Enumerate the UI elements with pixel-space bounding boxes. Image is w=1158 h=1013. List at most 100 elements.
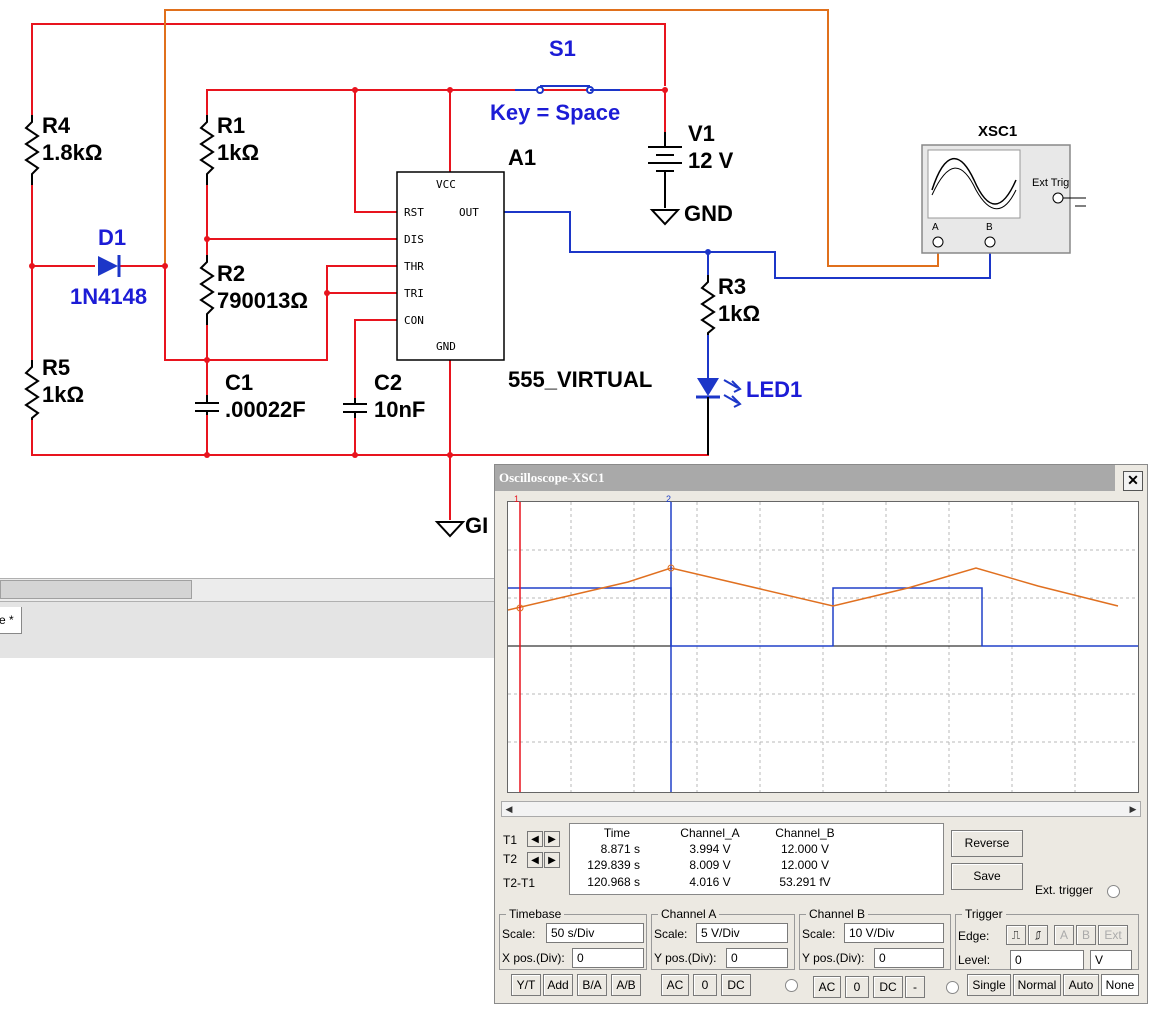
- pin-rst: RST: [404, 206, 424, 219]
- channel-a-zero-button[interactable]: 0: [693, 974, 717, 996]
- trigger-group: Trigger Edge: ⎍ ⎎ A B Ext Level: 0 V: [955, 907, 1139, 970]
- s1-key: Key = Space: [490, 100, 621, 125]
- junction-dots: [29, 87, 668, 458]
- r3-value: 1kΩ: [718, 301, 761, 326]
- trigger-normal-button[interactable]: Normal: [1013, 974, 1061, 996]
- channel-a-group: Channel A Scale: 5 V/Div Y pos.(Div): 0: [651, 907, 795, 970]
- r5-value: 1kΩ: [42, 382, 85, 407]
- reverse-button[interactable]: Reverse: [951, 830, 1023, 857]
- readout-t2-time: 129.839 s: [587, 858, 640, 872]
- channel-b-scale-field[interactable]: 10 V/Div: [844, 923, 944, 943]
- xsc1-ch-a-label: A: [932, 222, 939, 233]
- ext-trig-label: Ext Trig: [1032, 177, 1070, 189]
- timebase-scale-field[interactable]: 50 s/Div: [546, 923, 644, 943]
- channel-a-ypos-label: Y pos.(Div):: [654, 951, 717, 965]
- capacitors[interactable]: [195, 395, 367, 418]
- resistors[interactable]: [24, 115, 716, 420]
- channel-a-dc-button[interactable]: DC: [721, 974, 751, 996]
- cursor-t1-marker: [516, 604, 524, 612]
- cursor-1-handle[interactable]: 1: [514, 494, 520, 504]
- close-button[interactable]: ✕: [1123, 471, 1143, 491]
- rising-edge-icon[interactable]: ⎍: [1006, 925, 1026, 945]
- t1-right-arrow-icon[interactable]: ▶: [544, 831, 560, 847]
- scope-xsc1-instrument[interactable]: [921, 144, 1086, 254]
- r1-name: R1: [217, 113, 246, 138]
- channel-b-ypos-field[interactable]: 0: [874, 948, 944, 968]
- orange-wire: [164, 9, 939, 267]
- readout-delta-time: 120.968 s: [587, 875, 640, 889]
- save-button[interactable]: Save: [951, 863, 1023, 890]
- readout-delta-b: 53.291 fV: [779, 875, 831, 889]
- channel-a-ac-button[interactable]: AC: [661, 974, 689, 996]
- pin-gnd: GND: [436, 340, 456, 353]
- channel-b-minus-button[interactable]: -: [905, 976, 925, 998]
- channel-a-ypos-field[interactable]: 0: [726, 948, 788, 968]
- editor-scroll-thumb[interactable]: [0, 580, 192, 599]
- timebase-scale-label: Scale:: [502, 927, 536, 941]
- readout-header-b: Channel_B: [775, 826, 835, 840]
- channel-b-dc-button[interactable]: DC: [873, 976, 903, 998]
- document-tab[interactable]: e *: [0, 607, 22, 634]
- s1-name: S1: [549, 36, 576, 61]
- chip-555[interactable]: [396, 171, 505, 361]
- diode-d1-symbol[interactable]: [98, 255, 121, 277]
- mode-yt-button[interactable]: Y/T: [511, 974, 541, 996]
- channel-a-title: Channel A: [658, 907, 720, 921]
- t2-right-arrow-icon[interactable]: ▶: [544, 852, 560, 868]
- trigger-auto-button[interactable]: Auto: [1063, 974, 1099, 996]
- mode-add-button[interactable]: Add: [543, 974, 573, 996]
- battery-v1-symbol[interactable]: [648, 132, 682, 208]
- t1-left-arrow-icon[interactable]: ◀: [527, 831, 543, 847]
- pin-con: CON: [404, 314, 424, 327]
- trigger-none-button[interactable]: None: [1101, 974, 1139, 996]
- mode-ba-button[interactable]: B/A: [577, 974, 607, 996]
- scope-plot: [507, 502, 1138, 792]
- scope-display[interactable]: [507, 501, 1139, 793]
- ext-trigger-radio[interactable]: [1107, 885, 1120, 898]
- x-pos-field[interactable]: 0: [572, 948, 644, 968]
- scope-horizontal-scrollbar[interactable]: ◀ ▶: [501, 801, 1141, 817]
- t2-label: T2: [503, 852, 518, 866]
- t1-label: T1: [503, 833, 518, 847]
- c2-name: C2: [374, 370, 403, 395]
- cursor-2-handle[interactable]: 2: [666, 494, 672, 504]
- c2-value: 10nF: [374, 397, 426, 422]
- mode-ab-button[interactable]: A/B: [611, 974, 641, 996]
- c1-value: .00022F: [225, 397, 306, 422]
- trigger-ext-button[interactable]: Ext: [1098, 925, 1128, 945]
- t2-left-arrow-icon[interactable]: ◀: [527, 852, 543, 868]
- led1-symbol[interactable]: [696, 378, 742, 455]
- channel-b-ypos-label: Y pos.(Div):: [802, 951, 865, 965]
- d1-model: 1N4148: [70, 284, 148, 309]
- switch-s1-symbol[interactable]: [515, 85, 620, 94]
- scroll-right-icon[interactable]: ▶: [1129, 804, 1137, 814]
- a1-model: 555_VIRTUAL: [508, 367, 653, 392]
- r5-name: R5: [42, 355, 71, 380]
- trigger-edge-label: Edge:: [958, 929, 990, 943]
- r3-name: R3: [718, 274, 747, 299]
- xsc1-label: XSC1: [978, 123, 1018, 140]
- trigger-b-button[interactable]: B: [1076, 925, 1096, 945]
- trigger-level-field[interactable]: 0: [1010, 950, 1084, 970]
- channel-b-radio[interactable]: [946, 981, 959, 994]
- channel-b-scale-label: Scale:: [802, 927, 836, 941]
- trigger-single-button[interactable]: Single: [967, 974, 1011, 996]
- trigger-a-button[interactable]: A: [1054, 925, 1074, 945]
- channel-b-ac-button[interactable]: AC: [813, 976, 841, 998]
- trigger-level-unit[interactable]: V: [1090, 950, 1132, 970]
- channel-b-zero-button[interactable]: 0: [845, 976, 869, 998]
- oscilloscope-title[interactable]: Oscilloscope-XSC1: [495, 465, 1115, 491]
- trigger-level-label: Level:: [958, 953, 991, 967]
- red-wires: [31, 23, 709, 520]
- scroll-left-icon[interactable]: ◀: [505, 804, 513, 814]
- oscilloscope-window: Oscilloscope-XSC1 ✕ 1 2: [494, 464, 1148, 1004]
- readout-delta-a: 4.016 V: [689, 875, 731, 889]
- pin-tri: TRI: [404, 287, 424, 300]
- falling-edge-icon[interactable]: ⎎: [1028, 925, 1048, 945]
- channel-a-radio[interactable]: [785, 979, 798, 992]
- channel-a-scale-field[interactable]: 5 V/Div: [696, 923, 788, 943]
- channel-b-title: Channel B: [806, 907, 869, 921]
- cursor-t2-marker: [667, 564, 675, 572]
- a1-name: A1: [508, 145, 537, 170]
